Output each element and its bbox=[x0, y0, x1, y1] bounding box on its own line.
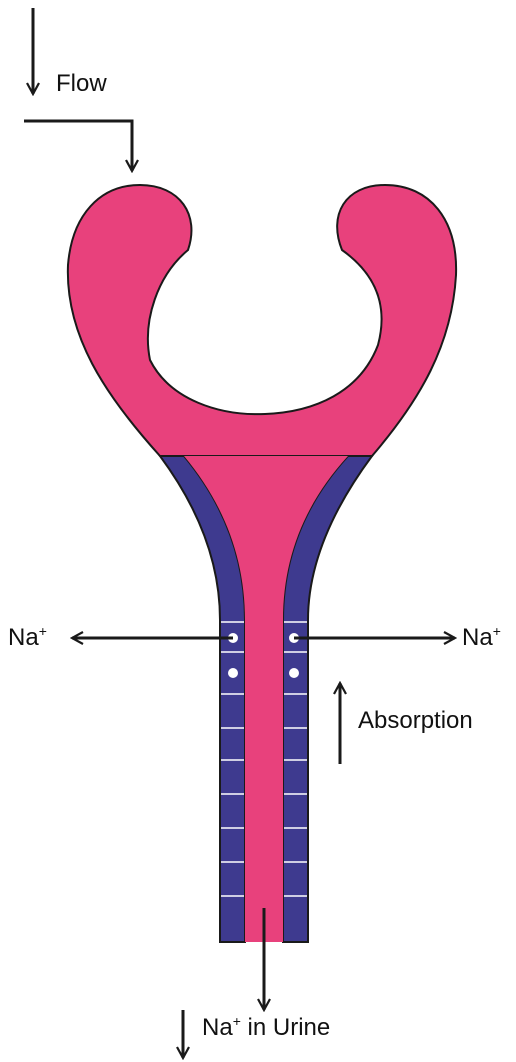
flow-label-text: Flow bbox=[56, 70, 107, 97]
right-sodium-label: Na+ bbox=[462, 626, 501, 650]
urine-sodium-charge: + bbox=[233, 1013, 241, 1029]
absorption-label: Absorption bbox=[358, 709, 473, 733]
left-sodium-label: Na+ bbox=[8, 626, 47, 650]
right-channel-lower bbox=[289, 668, 299, 678]
urine-sodium-ion: Na bbox=[202, 1014, 233, 1041]
flow-label: Flow bbox=[56, 72, 107, 96]
urine-label-text: in Urine bbox=[241, 1014, 330, 1041]
left-sodium-charge: + bbox=[39, 623, 47, 639]
left-channel-lower bbox=[228, 668, 238, 678]
absorption-label-text: Absorption bbox=[358, 707, 473, 734]
right-sodium-charge: + bbox=[493, 623, 501, 639]
inflow-arrow bbox=[24, 121, 132, 171]
glomerular-capsule bbox=[68, 185, 456, 456]
left-sodium-ion: Na bbox=[8, 624, 39, 651]
right-sodium-ion: Na bbox=[462, 624, 493, 651]
urine-label: Na+ in Urine bbox=[202, 1016, 330, 1040]
